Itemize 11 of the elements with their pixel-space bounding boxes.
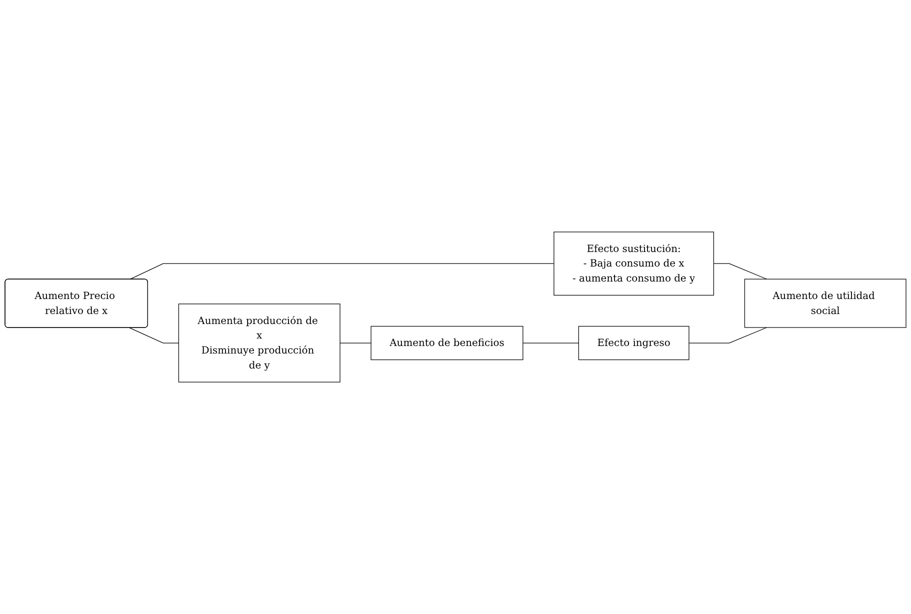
- connector: [522, 342, 579, 344]
- connector: [129, 327, 180, 344]
- connector: [129, 263, 554, 280]
- connector: [688, 327, 768, 344]
- node-box: Efecto ingreso: [578, 326, 690, 360]
- connector: [713, 263, 768, 280]
- node-box: Aumenta producción de x Disminuye producción de y: [178, 304, 340, 382]
- connector: [340, 342, 372, 344]
- node-box: Aumento de utilidad social: [744, 278, 906, 328]
- node-box: Aumento de beneficios: [370, 326, 524, 360]
- node-box: Efecto sustitución: - Baja consumo de x - aumenta consumo de y: [554, 232, 714, 296]
